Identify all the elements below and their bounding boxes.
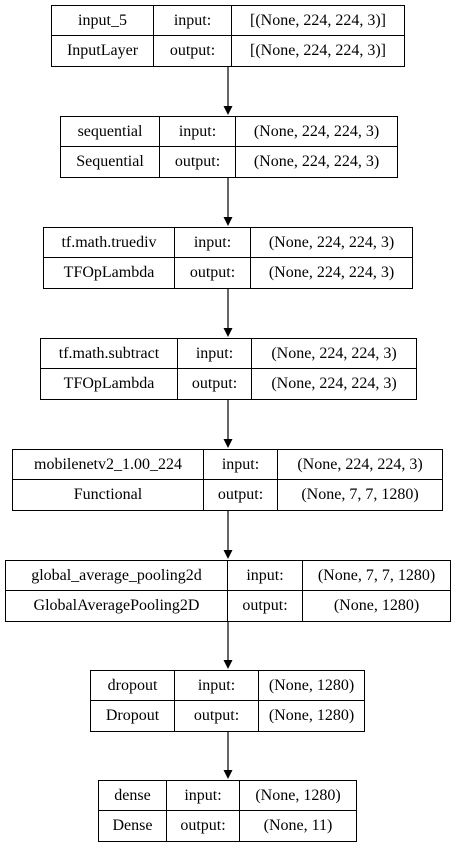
arrow-head-icon	[223, 439, 233, 448]
input-label: input:	[175, 228, 251, 258]
arrow-head-icon	[223, 550, 233, 559]
layer-type: Sequential	[61, 147, 160, 177]
output-shape: (None, 7, 7, 1280)	[301, 486, 419, 503]
layer-type: Dense	[99, 811, 167, 841]
input-label: input:	[160, 117, 236, 147]
input-shape: (None, 224, 224, 3)	[236, 117, 397, 147]
layer-name: tf.math.truediv	[44, 228, 175, 258]
layer-type: TFOpLambda	[41, 369, 178, 399]
output-shape: (None, 224, 224, 3)	[253, 153, 380, 170]
layer-type: GlobalAveragePooling2D	[6, 591, 228, 621]
output-label: output:	[154, 36, 232, 66]
input-shape: (None, 224, 224, 3)	[252, 339, 416, 369]
layer-type: Dropout	[91, 701, 175, 731]
output-label: output:	[175, 258, 251, 288]
arrow-head-icon	[223, 770, 233, 779]
output-label: output:	[204, 480, 278, 510]
input-label: input:	[228, 561, 303, 591]
output-shape: (None, 1280)	[333, 597, 420, 614]
layer-name: global_average_pooling2d	[6, 561, 228, 591]
arrow-head-icon	[223, 106, 233, 115]
layer-name: input_5	[52, 6, 154, 36]
input-shape: (None, 224, 224, 3)	[278, 450, 442, 480]
layer-type: InputLayer	[52, 36, 154, 66]
arrow-head-icon	[223, 217, 233, 226]
output-shape: (None, 224, 224, 3)	[271, 375, 397, 392]
layer-name: tf.math.subtract	[41, 339, 178, 369]
input-shape: (None, 1280)	[240, 781, 356, 811]
input-shape: [(None, 224, 224, 3)]	[232, 6, 404, 36]
layer-type: Functional	[13, 480, 204, 510]
output-label: output:	[167, 811, 240, 841]
input-shape: (None, 1280)	[259, 671, 364, 701]
layer-name: dropout	[91, 671, 175, 701]
input-label: input:	[178, 339, 252, 369]
layer-type: TFOpLambda	[44, 258, 175, 288]
arrow-head-icon	[223, 660, 233, 669]
output-shape: [(None, 224, 224, 3)]	[250, 42, 386, 59]
output-shape: (None, 1280)	[268, 707, 355, 724]
input-shape: (None, 7, 7, 1280)	[303, 561, 450, 591]
layer-name: dense	[99, 781, 167, 811]
layer-name: sequential	[61, 117, 160, 147]
layer-name: mobilenetv2_1.00_224	[13, 450, 204, 480]
output-label: output:	[228, 591, 303, 621]
output-shape: (None, 224, 224, 3)	[268, 264, 395, 281]
output-label: output:	[160, 147, 236, 177]
arrow-head-icon	[223, 328, 233, 337]
input-shape: (None, 224, 224, 3)	[251, 228, 412, 258]
output-label: output:	[178, 369, 252, 399]
input-label: input:	[154, 6, 232, 36]
output-label: output:	[175, 701, 259, 731]
input-label: input:	[167, 781, 240, 811]
output-shape: (None, 11)	[263, 817, 333, 834]
input-label: input:	[175, 671, 259, 701]
input-label: input:	[204, 450, 278, 480]
